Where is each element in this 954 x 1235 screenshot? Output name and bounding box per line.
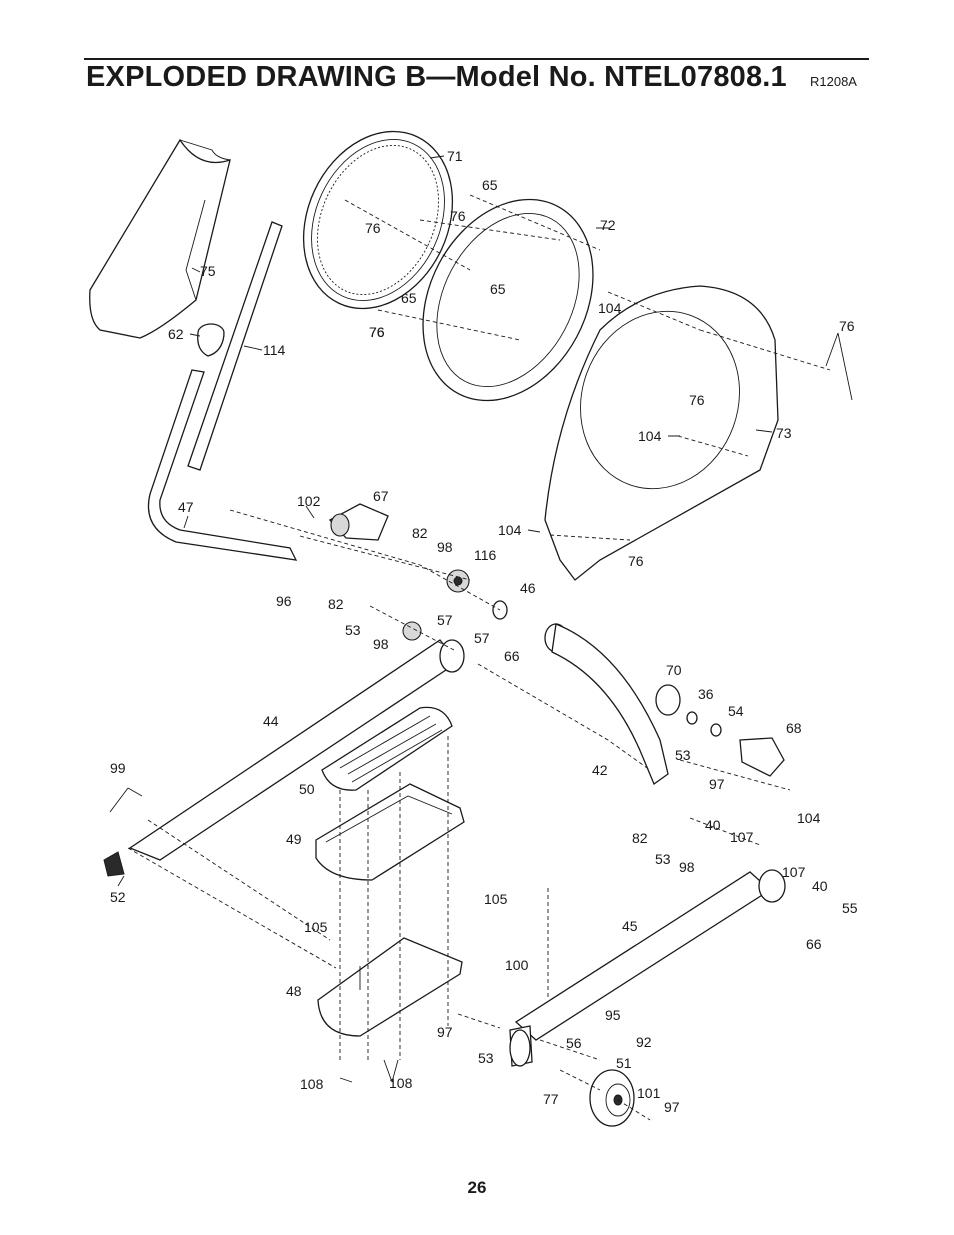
callout: 114 <box>263 342 286 358</box>
callout: 105 <box>484 891 508 907</box>
callout: 51 <box>616 1055 632 1071</box>
callout: 82 <box>412 525 428 541</box>
callout: 102 <box>297 493 321 509</box>
callout: 65 <box>490 281 506 297</box>
callout: 108 <box>300 1076 324 1092</box>
page-title: EXPLODED DRAWING B—Model No. NTEL07808.1 <box>86 61 787 93</box>
callout: 101 <box>637 1085 661 1101</box>
callout: 98 <box>679 859 695 875</box>
callout: 45 <box>622 918 638 934</box>
callout: 54 <box>728 703 744 719</box>
callout: 36 <box>698 686 714 702</box>
callout: 66 <box>504 648 520 664</box>
part-114-upright <box>187 221 283 471</box>
callout: 57 <box>474 630 490 646</box>
callout: 68 <box>786 720 802 736</box>
callout: 73 <box>776 425 792 441</box>
callout: 47 <box>178 499 194 515</box>
callout: 65 <box>482 177 498 193</box>
callout: 77 <box>543 1091 559 1107</box>
callout: 100 <box>505 957 529 973</box>
callout: 46 <box>520 580 536 596</box>
part-73-shroud <box>544 285 779 581</box>
part-70-bushing <box>655 684 681 716</box>
callout: 66 <box>806 936 822 952</box>
callout: 104 <box>638 428 662 444</box>
callout: 71 <box>447 148 463 164</box>
callout: 65 <box>401 290 417 306</box>
part-52-end-cap <box>103 851 125 877</box>
callout: 42 <box>592 762 608 778</box>
callout: 98 <box>373 636 389 652</box>
part-62-knob <box>197 323 225 357</box>
part-48-pedal-base <box>317 937 463 1037</box>
callout: 76 <box>689 392 705 408</box>
part-67-pivot <box>328 503 389 541</box>
callout: 56 <box>566 1035 582 1051</box>
assembly-lines <box>127 194 831 1121</box>
part-49-pedal <box>315 783 465 881</box>
callout: 92 <box>636 1034 652 1050</box>
callout: 55 <box>842 900 858 916</box>
callout: 98 <box>437 539 453 555</box>
callout: 70 <box>666 662 682 678</box>
drawing-code: R1208A <box>810 74 857 89</box>
part-72-guard-ring <box>422 198 594 402</box>
callout: 76 <box>450 208 466 224</box>
page-number: 26 <box>467 1178 487 1197</box>
callout: 97 <box>709 776 725 792</box>
callout: 97 <box>437 1024 453 1040</box>
callout: 104 <box>797 810 821 826</box>
callout: 97 <box>664 1099 680 1115</box>
callout: 53 <box>345 622 361 638</box>
callout: 107 <box>782 864 806 880</box>
callout: 76 <box>839 318 855 334</box>
callout: 62 <box>168 326 184 342</box>
callout: 40 <box>812 878 828 894</box>
callout: 108 <box>389 1075 413 1091</box>
header-rule <box>84 58 869 60</box>
callout: 105 <box>304 919 328 935</box>
callout: 49 <box>286 831 302 847</box>
callout: 52 <box>110 889 126 905</box>
callout: 76 <box>628 553 644 569</box>
part-47-handlebar <box>147 369 298 561</box>
callout: 53 <box>478 1050 494 1066</box>
part-68-cap <box>739 737 785 777</box>
part-45-right-arm <box>514 871 772 1041</box>
part-36-washer <box>686 711 698 725</box>
callout: 75 <box>200 263 216 279</box>
callout: 104 <box>498 522 522 538</box>
callout: 76 <box>369 324 385 340</box>
callout: 116 <box>474 547 497 563</box>
callout: 44 <box>263 713 279 729</box>
callout: 53 <box>655 851 671 867</box>
callout: 96 <box>276 593 292 609</box>
callout: 95 <box>605 1007 621 1023</box>
callout: 82 <box>328 596 344 612</box>
part-54-washer <box>710 723 722 737</box>
callout: 76 <box>365 220 381 236</box>
part-50-pedal-pad <box>321 706 453 791</box>
callout: 82 <box>632 830 648 846</box>
part-75-console-shroud <box>89 138 231 339</box>
callout: 57 <box>437 612 453 628</box>
part-51-wheel <box>589 1069 635 1127</box>
part-46-arm <box>492 600 669 786</box>
callout-labels: 71 65 76 76 72 76 75 65 65 104 76 76 62 … <box>110 148 858 1115</box>
part-71-ring <box>302 130 454 310</box>
callout: 72 <box>600 217 616 233</box>
callout: 50 <box>299 781 315 797</box>
callout: 99 <box>110 760 126 776</box>
callout: 67 <box>373 488 389 504</box>
callout: 107 <box>730 829 754 845</box>
callout: 53 <box>675 747 691 763</box>
callout: 76 <box>369 324 385 340</box>
callout: 48 <box>286 983 302 999</box>
leader-lines <box>109 155 853 1083</box>
part-57-gear <box>402 621 422 641</box>
callout: 104 <box>598 300 622 316</box>
callout: 40 <box>705 817 721 833</box>
